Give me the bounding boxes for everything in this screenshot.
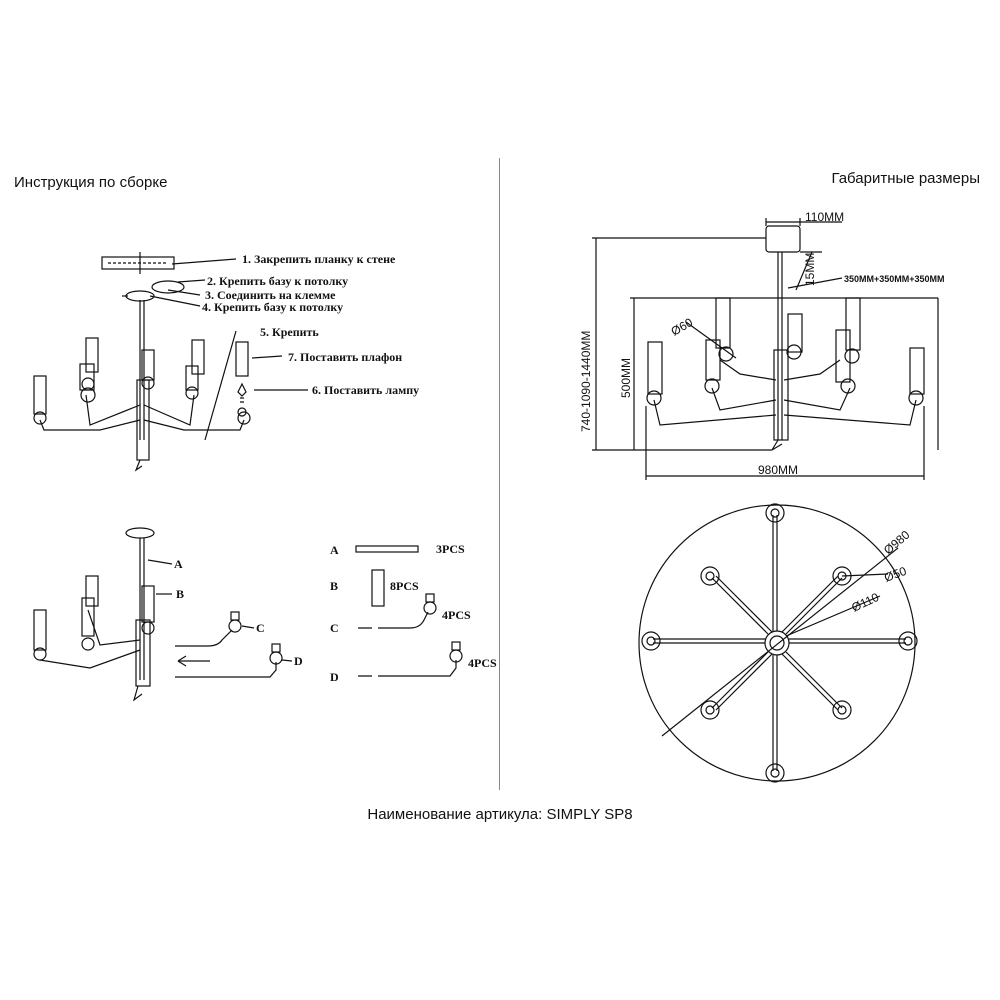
dimensions-title: Габаритные размеры: [831, 170, 980, 187]
side-elevation-drawing: [592, 218, 939, 480]
part-a-rod: [355, 545, 419, 553]
step-3: 3. Соединить на клемме: [205, 288, 336, 302]
part-a-letter: A: [330, 543, 339, 557]
center-divider: [499, 158, 500, 790]
canopy-elevation: [765, 225, 801, 253]
assembly-steps-drawing: [33, 252, 308, 472]
dim-circle-hub: Ø110: [849, 590, 881, 615]
dim-rod: 350MM+350MM+350MM: [844, 274, 945, 284]
part-a-qty: 3PCS: [436, 542, 465, 556]
dim-circle-total: Ø980: [881, 527, 913, 557]
dim-body-height: 500MM: [619, 358, 633, 398]
step-1: 1. Закрепить планку к стене: [242, 252, 396, 266]
label-b: B: [176, 587, 184, 601]
mounting-plate: [101, 256, 175, 270]
step-7: 7. Поставить плафон: [288, 350, 402, 364]
shade-part: [235, 341, 249, 377]
part-b-shade: [371, 569, 385, 607]
dim-shade: Ø60: [669, 315, 696, 339]
step-6: 6. Поставить лампу: [312, 383, 419, 397]
dim-canopy: 110MM: [805, 210, 844, 224]
part-b-qty: 8PCS: [390, 579, 419, 593]
part-d-qty: 4PCS: [468, 656, 497, 670]
dim-total-height: 740-1090-1440MM: [579, 331, 593, 432]
label-a: A: [174, 557, 183, 571]
article-name: Наименование артикула: SIMPLY SP8: [367, 806, 633, 823]
parts-list: [355, 545, 463, 677]
part-c-letter: C: [330, 621, 339, 635]
part-c-qty: 4PCS: [442, 608, 471, 622]
part-b-letter: B: [330, 579, 338, 593]
parts-assembly-drawing: [33, 527, 293, 702]
dim-gap: 15MM: [803, 253, 817, 286]
dim-width: 980MM: [758, 463, 798, 477]
part-d-arm: [358, 660, 457, 677]
outer-diameter-circle: [638, 504, 916, 782]
canopy: [151, 280, 185, 294]
assembly-title: Инструкция по сборке: [14, 174, 168, 191]
part-d-letter: D: [330, 670, 339, 684]
plan-view-drawing: [638, 503, 918, 783]
canopy-bottom: [125, 527, 155, 539]
step-5: 5. Крепить: [260, 325, 319, 339]
label-c: C: [256, 621, 265, 635]
label-d: D: [294, 654, 303, 668]
part-c-arm: [358, 611, 429, 629]
step-4: 4. Крепить базу к потолку: [202, 300, 343, 314]
dim-circle-cup: Ø50: [882, 564, 908, 585]
step-2: 2. Крепить базу к потолку: [207, 274, 348, 288]
